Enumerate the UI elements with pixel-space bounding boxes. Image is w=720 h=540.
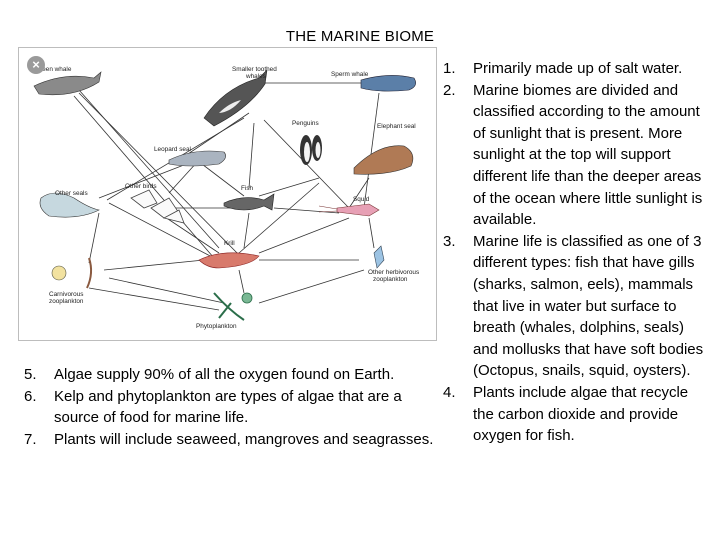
elephant-seal-illustration bbox=[353, 145, 414, 175]
label-other-herbivorous-zooplankton-1: Other herbivorous bbox=[368, 269, 419, 276]
label-other-herbivorous-zooplankton-2: zooplankton bbox=[373, 276, 408, 283]
list-item: 6.Kelp and phytoplankton are types of al… bbox=[24, 387, 402, 427]
list-item: 1.Primarily made up of salt water. bbox=[443, 60, 683, 77]
penguins-illustration bbox=[300, 135, 322, 165]
list-item: 7.Plants will include seaweed, mangroves… bbox=[24, 430, 434, 448]
label-smaller-toothed-whales-2: whales bbox=[245, 73, 266, 80]
list-item: 5.Algae supply 90% of all the oxygen fou… bbox=[24, 366, 395, 383]
orca-illustration bbox=[203, 69, 268, 127]
list-item: 2.Marine biomes are divided and classifi… bbox=[443, 81, 703, 229]
list-item: 4.Plants include algae that recycle the … bbox=[443, 383, 689, 445]
phytoplankton-illustration bbox=[213, 292, 253, 321]
label-baleen-whale: Baleen whale bbox=[33, 66, 72, 73]
other-seals-illustration bbox=[39, 192, 100, 218]
label-penguins: Penguins bbox=[292, 120, 319, 127]
label-carnivorous-zooplankton-2: zooplankton bbox=[49, 298, 84, 305]
label-phytoplankton: Phytoplankton bbox=[196, 323, 237, 330]
label-fish: Fish bbox=[241, 185, 254, 192]
label-krill: Krill bbox=[224, 240, 235, 247]
food-web-figure: Baleen whale Smaller toothed whales Sper… bbox=[18, 47, 437, 341]
label-carnivorous-zooplankton-1: Carnivorous bbox=[49, 291, 83, 298]
list-item: 3.Marine life is classified as one of 3 … bbox=[443, 232, 704, 380]
krill-illustration bbox=[198, 252, 260, 269]
label-squid: Squid bbox=[353, 196, 370, 203]
label-elephant-seal: Elephant seal bbox=[377, 123, 416, 130]
fish-illustration bbox=[223, 193, 275, 211]
sperm-whale-illustration bbox=[360, 75, 416, 92]
label-smaller-toothed-whales-1: Smaller toothed bbox=[232, 66, 277, 73]
leopard-seal-illustration bbox=[168, 150, 226, 167]
right-numbered-list: 1.Primarily made up of salt water. 2.Mar… bbox=[443, 58, 708, 447]
birds-illustration bbox=[130, 189, 185, 224]
label-other-seals: Other seals bbox=[55, 190, 88, 197]
baleen-whale-illustration bbox=[33, 71, 102, 96]
close-icon[interactable]: × bbox=[27, 56, 45, 74]
label-other-birds: Other birds bbox=[125, 183, 157, 190]
herbivorous-zooplankton-illustration bbox=[373, 245, 385, 269]
label-sperm-whale: Sperm whale bbox=[331, 71, 369, 78]
slide-title: THE MARINE BIOME bbox=[285, 28, 435, 45]
label-leopard-seal: Leopard seal bbox=[154, 146, 191, 153]
left-numbered-list: 5.Algae supply 90% of all the oxygen fou… bbox=[24, 364, 434, 450]
squid-illustration bbox=[318, 203, 380, 217]
carnivorous-zooplankton-illustration bbox=[51, 257, 93, 289]
